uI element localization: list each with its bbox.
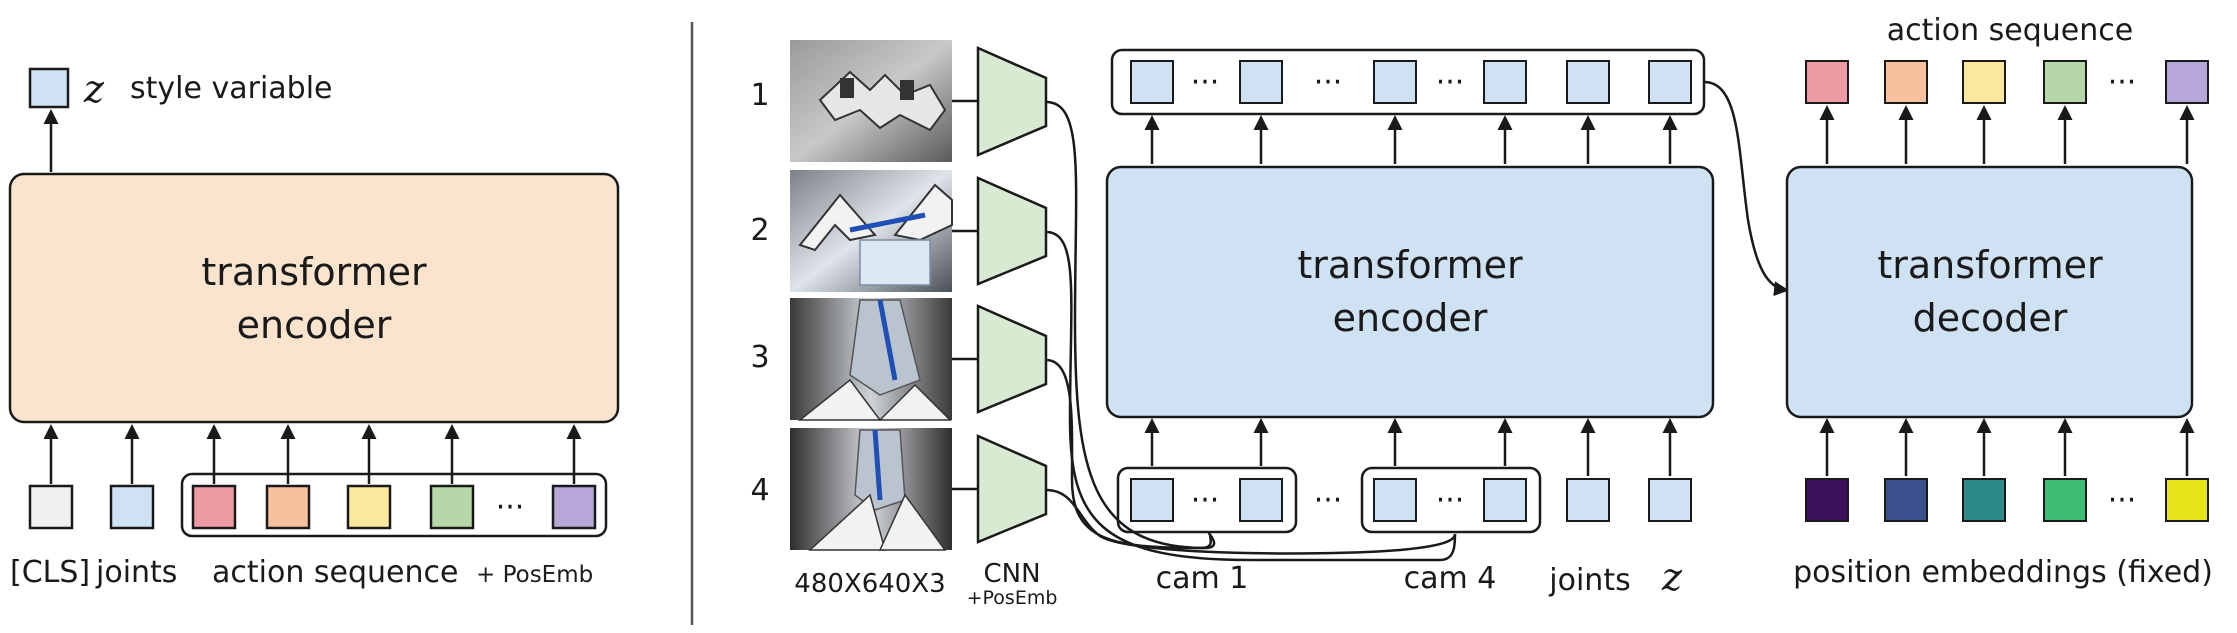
between-cams-ellipsis: ··· bbox=[1314, 483, 1343, 518]
image-size-label: 480X640X3 bbox=[794, 569, 945, 599]
row-number-3: 3 bbox=[750, 340, 769, 375]
cam4-token-2 bbox=[1483, 478, 1527, 522]
joints-token-right bbox=[1566, 478, 1610, 522]
left-panel: z style variable transformer encoder ···… bbox=[8, 67, 620, 590]
cam1-label: cam 1 bbox=[1156, 561, 1249, 596]
encoder-output-ellipsis-3: ··· bbox=[1436, 65, 1465, 100]
camera-image-2 bbox=[790, 170, 953, 292]
curve-encoder-to-decoder bbox=[1703, 80, 1789, 297]
encoder-output-token-3 bbox=[1373, 60, 1417, 104]
decoder-action-token-2 bbox=[1884, 60, 1928, 104]
cnn-block-1 bbox=[976, 46, 1048, 157]
cam1-ellipsis: ··· bbox=[1191, 483, 1220, 518]
left-action-token-2 bbox=[265, 484, 311, 530]
z-symbol-left: z bbox=[83, 67, 105, 111]
decoder-action-token-4 bbox=[2043, 60, 2087, 104]
left-input-arrows bbox=[43, 424, 582, 484]
left-ellipsis: ··· bbox=[496, 490, 525, 525]
left-encoder-title-line1: transformer bbox=[201, 250, 427, 294]
decoder-action-token-3 bbox=[1962, 60, 2006, 104]
left-action-token-1 bbox=[191, 484, 237, 530]
position-embeddings-label: position embeddings (fixed) bbox=[1793, 555, 2213, 590]
position-embedding-token-3 bbox=[1962, 478, 2006, 522]
cnn-posemb-label: +PosEmb bbox=[967, 587, 1058, 609]
left-action-token-5 bbox=[551, 484, 597, 530]
camera-image-3 bbox=[790, 298, 952, 421]
encoder-output-arrows bbox=[1144, 115, 1678, 164]
left-action-token-3 bbox=[346, 484, 392, 530]
joints-label-right: joints bbox=[1548, 563, 1630, 598]
curve-cnn3 bbox=[1045, 358, 1213, 550]
decoder-action-token-1 bbox=[1805, 60, 1849, 104]
decoder-title-line1: transformer bbox=[1877, 243, 2103, 287]
cam4-label: cam 4 bbox=[1404, 561, 1497, 596]
decoder-action-ellipsis: ··· bbox=[2108, 65, 2137, 100]
left-action-sequence-label: action sequence + PosEmb bbox=[212, 555, 593, 590]
cls-label: [CLS] bbox=[10, 555, 90, 590]
row-number-4: 4 bbox=[750, 473, 769, 508]
left-encoder-title-line2: encoder bbox=[237, 303, 392, 347]
left-action-sequence-group bbox=[180, 472, 608, 538]
right-transformer-encoder-block bbox=[1105, 165, 1715, 419]
curve-cnn4-cam4 bbox=[1045, 488, 1457, 555]
joints-label-left: joints bbox=[95, 555, 177, 590]
cnn-block-3 bbox=[976, 304, 1048, 414]
cnn-label: CNN bbox=[983, 559, 1040, 589]
transformer-decoder-block bbox=[1785, 165, 2194, 419]
cnn-block-2 bbox=[976, 176, 1048, 286]
z-token-right bbox=[1648, 478, 1692, 522]
z-symbol-right: z bbox=[1661, 555, 1683, 599]
right-encoder-title-line1: transformer bbox=[1297, 243, 1523, 287]
right-panel: 1 2 3 4 bbox=[750, 13, 2212, 609]
position-embedding-token-4 bbox=[2043, 478, 2087, 522]
encoder-output-token-6 bbox=[1648, 60, 1692, 104]
decoder-output-arrows bbox=[1819, 105, 2195, 164]
cam4-ellipsis: ··· bbox=[1436, 483, 1465, 518]
encoder-output-token-1 bbox=[1130, 60, 1174, 104]
cam4-token-group bbox=[1360, 466, 1542, 534]
position-embedding-ellipsis: ··· bbox=[2108, 483, 2137, 518]
decoder-title-line2: decoder bbox=[1913, 296, 2068, 340]
cam1-token-group bbox=[1116, 466, 1298, 534]
camera-image-1 bbox=[790, 40, 952, 162]
cam1-token-2 bbox=[1239, 478, 1283, 522]
curve-cnn2 bbox=[1045, 230, 1457, 562]
position-embedding-token-1 bbox=[1805, 478, 1849, 522]
camera-image-4 bbox=[790, 428, 952, 551]
z-token bbox=[28, 67, 70, 109]
row-number-2: 2 bbox=[750, 213, 769, 248]
style-variable-label: style variable bbox=[130, 71, 333, 106]
cnn-block-4 bbox=[976, 434, 1048, 544]
encoder-output-token-2 bbox=[1239, 60, 1283, 104]
decoder-action-sequence-label: action sequence bbox=[1887, 13, 2133, 48]
left-action-token-4 bbox=[429, 484, 475, 530]
encoder-output-ellipsis-1: ··· bbox=[1191, 65, 1220, 100]
right-encoder-title-line2: encoder bbox=[1333, 296, 1488, 340]
encoder-output-token-5 bbox=[1566, 60, 1610, 104]
decoder-input-arrows bbox=[1819, 418, 2195, 476]
position-embedding-token-5 bbox=[2165, 478, 2209, 522]
cam1-token-1 bbox=[1130, 478, 1174, 522]
row-number-1: 1 bbox=[750, 78, 769, 113]
left-transformer-encoder-block bbox=[8, 172, 620, 424]
encoder-input-arrows bbox=[1144, 418, 1678, 476]
joints-token-left bbox=[109, 484, 155, 530]
decoder-action-token-5 bbox=[2165, 60, 2209, 104]
cam4-token-1 bbox=[1373, 478, 1417, 522]
encoder-output-token-4 bbox=[1483, 60, 1527, 104]
encoder-output-ellipsis-2: ··· bbox=[1314, 65, 1343, 100]
position-embedding-token-2 bbox=[1884, 478, 1928, 522]
cls-token bbox=[28, 484, 74, 530]
